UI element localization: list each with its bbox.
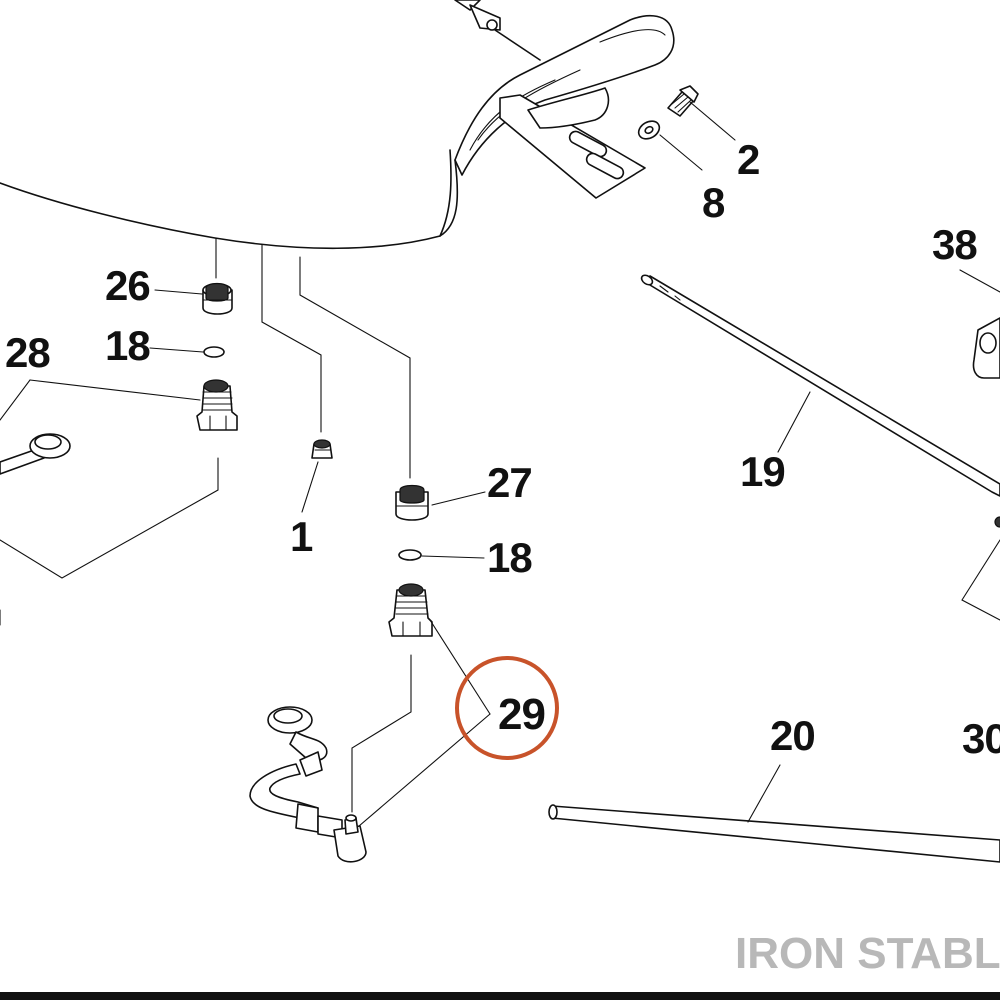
fitting-29 xyxy=(388,583,433,637)
highlight-circle-29 xyxy=(455,656,559,760)
callout-2: 2 xyxy=(737,136,759,183)
fitting-26 xyxy=(202,282,233,315)
fitting-27 xyxy=(395,484,429,521)
watermark: IRON STABLE xyxy=(735,929,1000,978)
callout-1: 1 xyxy=(290,513,313,560)
banjo-line-left xyxy=(0,433,71,475)
upper-housing xyxy=(0,0,675,250)
callout-8: 8 xyxy=(702,179,725,226)
fitting-28-left xyxy=(196,379,238,431)
callout-29: 29 xyxy=(498,690,545,739)
plug-1 xyxy=(311,439,333,459)
callout-19: 19 xyxy=(740,448,785,495)
bracket-38 xyxy=(972,317,1000,379)
banjo-line-29 xyxy=(249,706,367,863)
bottom-border xyxy=(0,992,1000,1000)
callout-28: 28 xyxy=(5,329,50,376)
callout-18-right: 18 xyxy=(487,534,532,581)
bolt-2 xyxy=(667,85,699,117)
washer-8 xyxy=(637,120,661,140)
callout-38: 38 xyxy=(932,221,977,268)
washer-18-left xyxy=(203,346,225,358)
washer-18-right xyxy=(398,549,422,561)
callout-18-left: 18 xyxy=(105,322,150,369)
rod-19 xyxy=(640,274,1000,528)
rod-20 xyxy=(548,804,1000,863)
callout-20: 20 xyxy=(770,712,815,759)
callout-30: 30 xyxy=(962,715,1000,762)
callout-26: 26 xyxy=(105,262,150,309)
callout-27: 27 xyxy=(487,459,532,506)
